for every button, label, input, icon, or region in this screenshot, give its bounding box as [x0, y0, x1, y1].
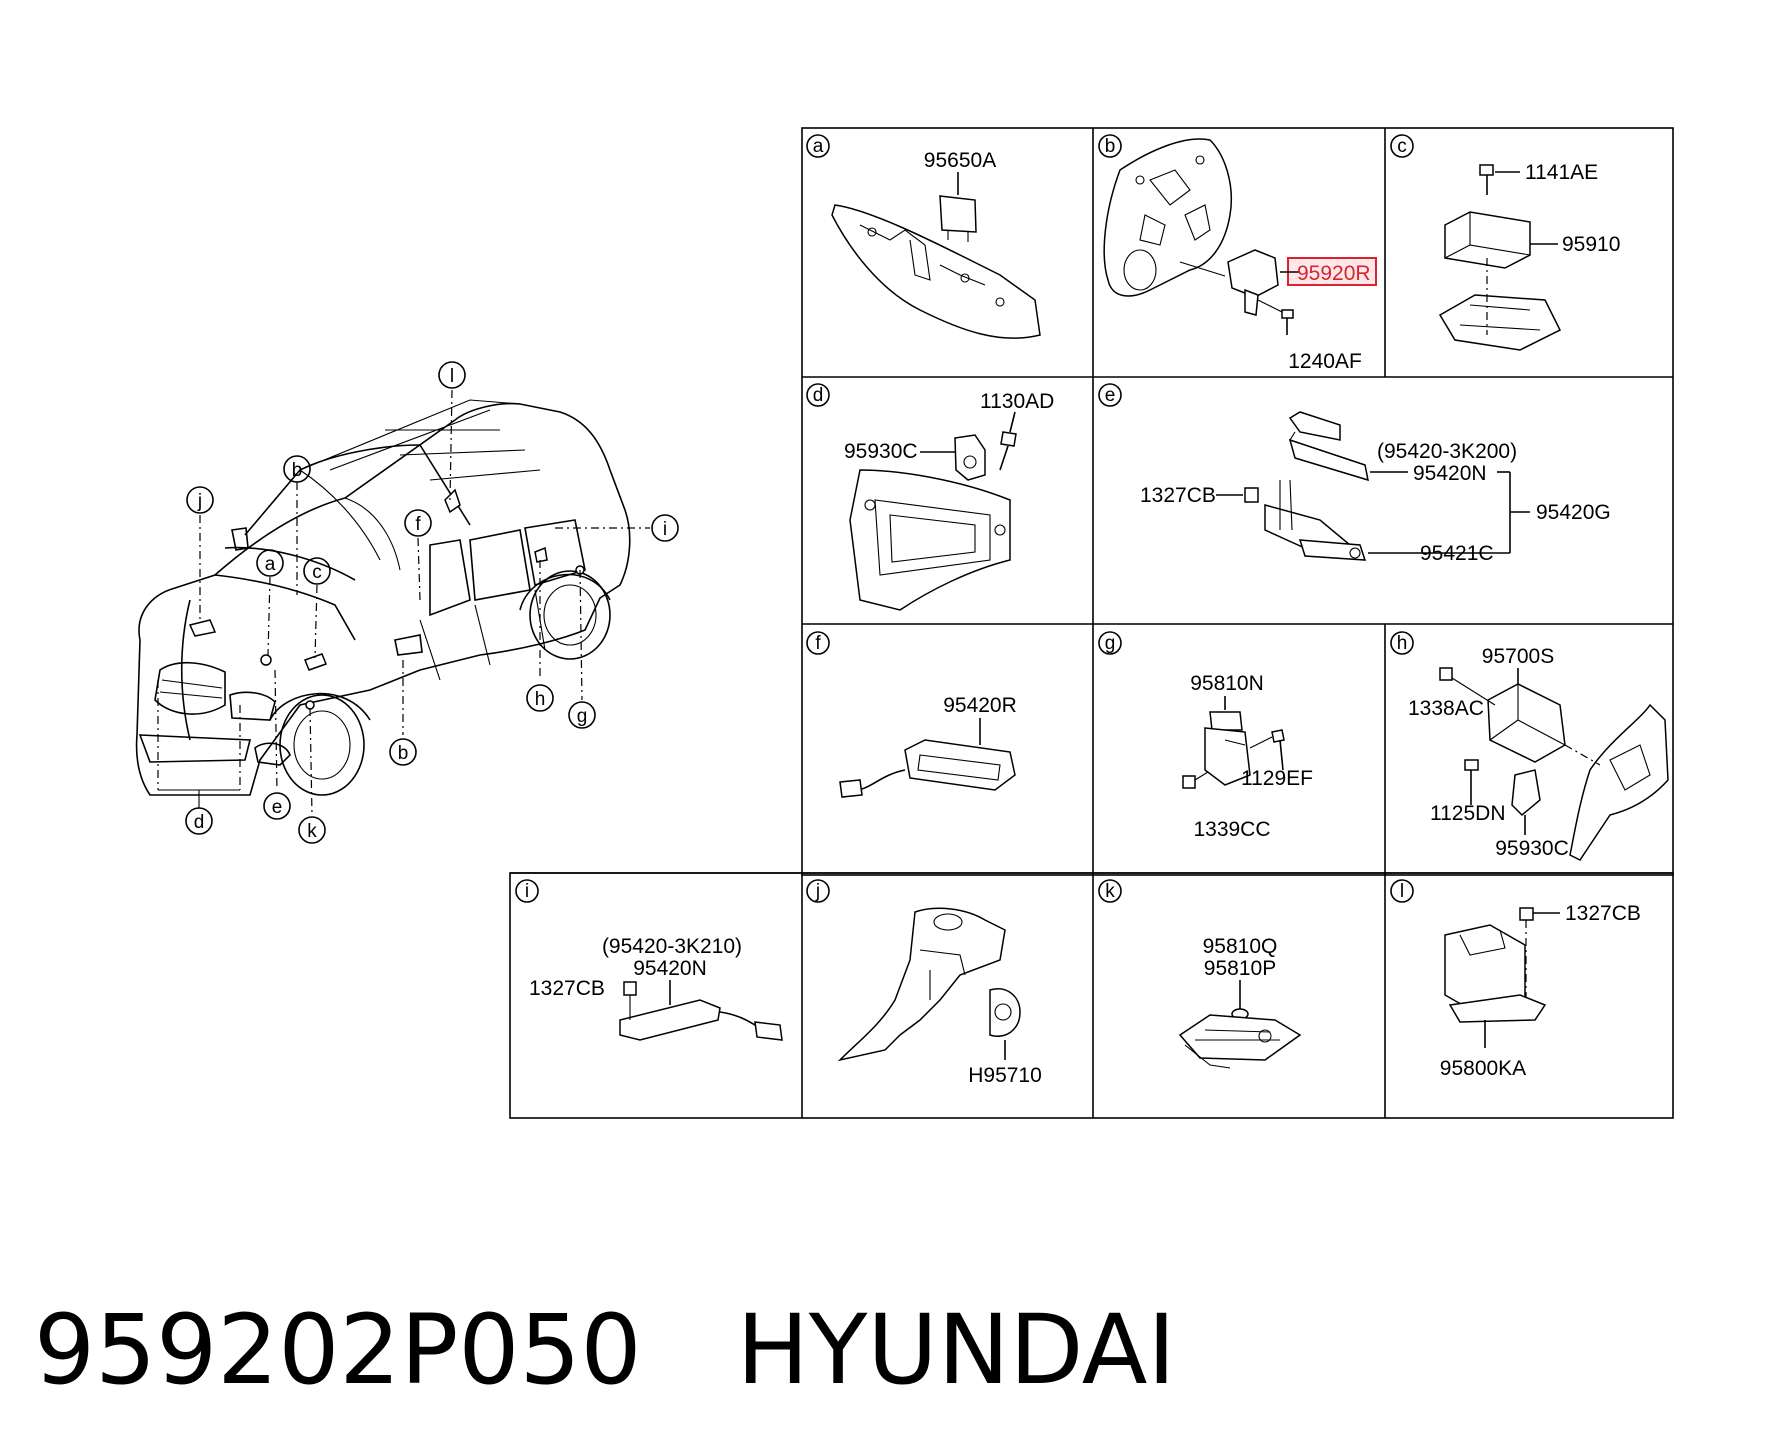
part-H95710: H95710 [968, 1064, 1042, 1087]
svg-text:k: k [307, 821, 317, 842]
callout-f: f [404, 509, 432, 537]
svg-text:c: c [312, 562, 322, 583]
callout-a: a [256, 549, 284, 577]
panel-grid [509, 127, 1674, 1119]
callout-b-top: b [283, 455, 311, 483]
part-1129EF: 1129EF [1241, 767, 1313, 790]
part-95421C: 95421C [1420, 542, 1494, 565]
suv-drawing [135, 399, 631, 796]
part-1240AF: 1240AF [1288, 350, 1362, 373]
svg-text:l: l [450, 366, 454, 387]
part-95810P: 95810P [1204, 957, 1276, 980]
callout-k: k [298, 816, 326, 844]
svg-text:e: e [272, 797, 283, 818]
part-95420N-e: 95420N [1413, 462, 1487, 485]
caption: 959202P050 HYUNDAI [34, 1280, 1176, 1420]
panel-h-letter: h [1397, 633, 1408, 654]
part-1125DN: 1125DN [1430, 802, 1506, 825]
part-95650A: 95650A [924, 149, 996, 172]
panel-c: c 1141AE 95910 [1390, 134, 1620, 351]
part-95420-3K200: (95420-3K200) [1377, 440, 1517, 463]
callout-b-bottom: b [389, 738, 417, 766]
callout-d: d [185, 807, 213, 835]
part-1130AD: 1130AD [980, 390, 1054, 413]
panel-d-letter: d [813, 385, 824, 406]
part-95700S: 95700S [1482, 645, 1554, 668]
part-1141AE: 1141AE [1525, 161, 1598, 184]
highlight-95920R [1287, 257, 1377, 286]
svg-text:b: b [292, 460, 303, 481]
part-1339CC: 1339CC [1193, 818, 1270, 841]
callout-leaders [157, 389, 650, 816]
panel-l-letter: l [1400, 881, 1404, 902]
panel-c-letter: c [1397, 136, 1407, 157]
svg-text:j: j [197, 491, 202, 512]
svg-text:g: g [577, 706, 588, 727]
panel-j-letter: j [815, 881, 820, 902]
panel-h: h 95700S 1338AC 1125DN 95930C [1390, 631, 1669, 861]
callout-e: e [263, 792, 291, 820]
part-95420G: 95420G [1536, 501, 1611, 524]
svg-text:d: d [194, 812, 205, 833]
callout-l: l [438, 361, 466, 389]
part-95800KA: 95800KA [1440, 1057, 1526, 1080]
part-95930C: 95930C [844, 440, 918, 463]
vehicle-overview: l j b a c f i h g b d e k [135, 361, 679, 844]
part-95810N: 95810N [1190, 672, 1264, 695]
part-1338AC: 1338AC [1408, 697, 1484, 720]
svg-text:a: a [265, 554, 276, 575]
part-95930C-h: 95930C [1495, 837, 1569, 860]
panel-k-letter: k [1105, 881, 1115, 902]
part-95420R: 95420R [943, 694, 1017, 717]
panel-f-letter: f [815, 633, 821, 654]
svg-text:h: h [535, 689, 546, 710]
panel-k: k 95810Q 95810P [1098, 879, 1302, 1069]
callout-c: c [303, 557, 331, 585]
panel-e-letter: e [1105, 385, 1116, 406]
panel-g-letter: g [1105, 633, 1116, 654]
caption-brand: HYUNDAI [736, 1294, 1176, 1406]
part-95920R: 95920R [1297, 262, 1371, 285]
callout-i: i [651, 514, 679, 542]
svg-text:i: i [663, 519, 667, 540]
panel-f: f 95420R [806, 631, 1017, 798]
callout-g: g [568, 701, 596, 729]
panel-l: l 1327CB 95800KA [1390, 879, 1641, 1080]
part-1327CB-i: 1327CB [529, 977, 605, 1000]
part-95420-3K210: (95420-3K210) [602, 935, 742, 958]
panel-j: j H95710 [806, 879, 1042, 1087]
svg-text:b: b [398, 743, 409, 764]
panel-a: a 95650A [806, 134, 1041, 339]
callout-h: h [526, 684, 554, 712]
callout-j: j [186, 486, 214, 514]
panel-d: d 1130AD 95930C [806, 383, 1054, 611]
panel-b-letter: b [1105, 136, 1116, 157]
part-95810Q: 95810Q [1203, 935, 1278, 958]
part-1327CB-e: 1327CB [1140, 484, 1216, 507]
svg-text:f: f [415, 514, 421, 535]
panel-a-letter: a [813, 136, 824, 157]
part-95420N-i: 95420N [633, 957, 707, 980]
part-1327CB-l: 1327CB [1565, 902, 1641, 925]
panel-i-letter: i [525, 881, 529, 902]
panel-g: g 95810N 1129EF 1339CC [1098, 631, 1313, 841]
panel-i: i (95420-3K210) 95420N 1327CB [515, 879, 783, 1041]
caption-part-number: 959202P050 [34, 1294, 642, 1406]
panel-e: e (95420-3K200) 95420N 1327CB 95420G 954… [1098, 383, 1611, 565]
part-95910: 95910 [1562, 233, 1620, 256]
panel-b: b 95920R 1240AF [1098, 134, 1377, 373]
